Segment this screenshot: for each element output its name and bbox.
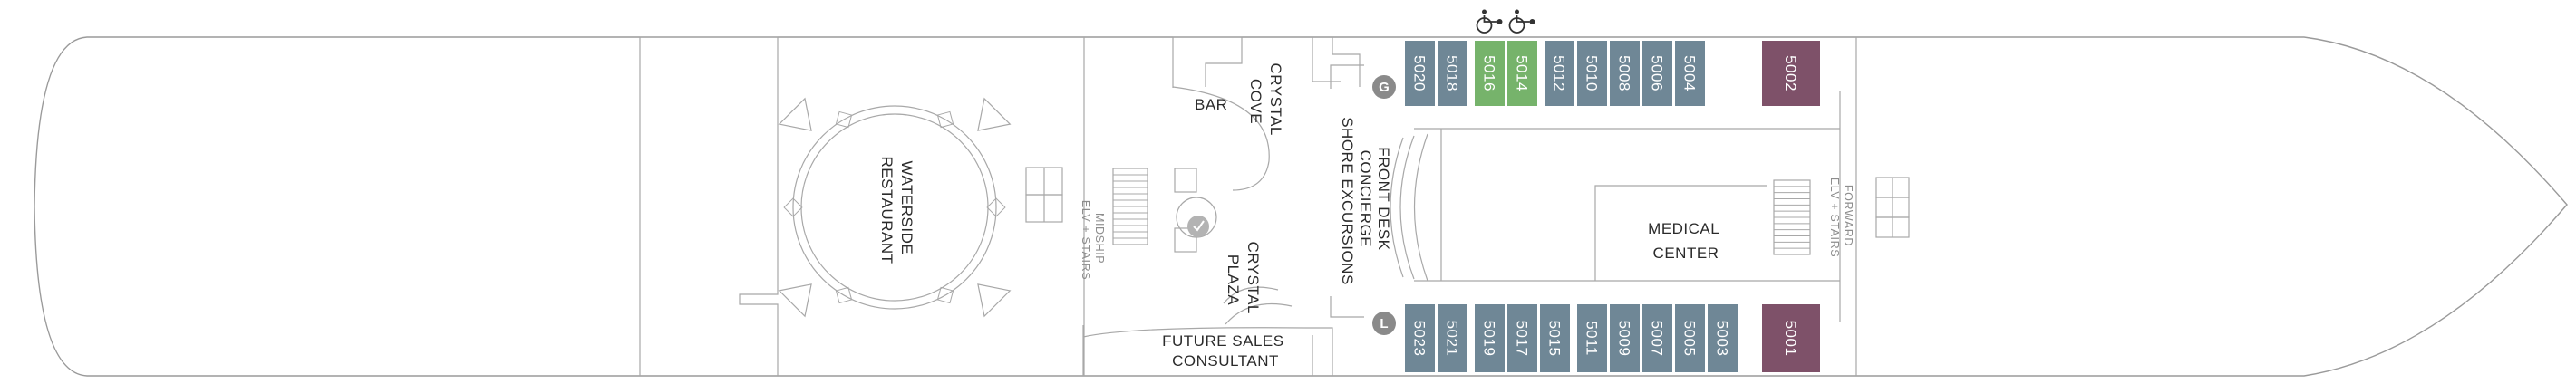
cabin-5003[interactable] [1708, 304, 1738, 372]
waterside-restaurant-area [778, 97, 1012, 318]
cabin-number-5006: 5006 [1649, 55, 1666, 91]
cabins-bottom-row: 5023 5021 5019 5017 5015 5011 5009 5007 5005 5003… [1405, 304, 1820, 372]
cabin-5012[interactable] [1545, 41, 1574, 106]
cabin-5006[interactable] [1642, 41, 1672, 106]
bar-label: BAR [1195, 96, 1227, 113]
wheelchair-icon [1508, 9, 1535, 34]
cabin-5010[interactable] [1577, 41, 1607, 106]
cabin-number-5020: 5020 [1411, 55, 1428, 91]
restaurant-pillar [986, 197, 1006, 217]
cabin-5021[interactable] [1438, 304, 1467, 372]
svg-text:G: G [1379, 80, 1390, 95]
cabin-5015[interactable] [1540, 304, 1570, 372]
cabin-number-5001: 5001 [1782, 321, 1799, 357]
cabin-5004[interactable] [1675, 41, 1705, 106]
crystal-plaza-stair [1176, 197, 1293, 325]
cabin-number-5004: 5004 [1681, 55, 1699, 91]
cabin-number-5007: 5007 [1649, 321, 1666, 357]
cabin-number-5017: 5017 [1514, 321, 1531, 357]
cabin-5007[interactable] [1642, 304, 1672, 372]
structural-walls [639, 36, 1857, 376]
cabin-5016[interactable] [1475, 41, 1505, 106]
restaurant-pillar [783, 197, 803, 217]
cabin-5019[interactable] [1475, 304, 1505, 372]
cabin-5005[interactable] [1675, 304, 1705, 372]
cabin-5020[interactable] [1405, 41, 1435, 106]
restaurant-table [977, 97, 1012, 131]
forward-stairs-label: FORWARD ELV + STAIRS [1828, 178, 1855, 257]
restaurant-table [977, 283, 1012, 318]
cabin-number-5008: 5008 [1616, 55, 1633, 91]
restaurant-table [778, 97, 812, 131]
cabins-top-row: 5020 5018 5016 5014 5012 5010 5008 5006 5004 5002 [1405, 41, 1820, 106]
restaurant-pillar [835, 110, 853, 129]
cabin-5001[interactable] [1762, 304, 1820, 372]
top-bay-wall [1332, 37, 1361, 87]
cabin-number-5023: 5023 [1411, 321, 1428, 357]
restaurant-pillar [835, 286, 853, 304]
hull-outline [34, 36, 2568, 377]
cabin-number-5010: 5010 [1583, 55, 1601, 91]
cabin-number-5012: 5012 [1551, 55, 1568, 91]
cabin-5017[interactable] [1507, 304, 1537, 372]
medical-center-label: MEDICAL CENTER [1648, 220, 1724, 262]
cabin-5002[interactable] [1762, 41, 1820, 106]
accessible-icons [1476, 9, 1535, 34]
cabin-number-5011: 5011 [1583, 321, 1601, 356]
cabin-number-5003: 5003 [1714, 321, 1731, 357]
cabin-5018[interactable] [1438, 41, 1467, 106]
midship-stairs-block [1025, 167, 1197, 253]
cabin-number-5018: 5018 [1444, 55, 1461, 91]
crystal-cove-label: CRYSTAL COVE [1247, 63, 1284, 140]
restaurant-pillar [936, 286, 954, 304]
cabin-number-5014: 5014 [1514, 55, 1531, 91]
badge-g: G [1372, 75, 1396, 99]
cabin-5009[interactable] [1610, 304, 1640, 372]
cabin-5014[interactable] [1507, 41, 1537, 106]
crystal-plaza-label: CRYSTAL PLAZA [1225, 242, 1262, 319]
cabin-5008[interactable] [1610, 41, 1640, 106]
labels: WATERSIDE RESTAURANT MIDSHIP ELV + STAIR… [878, 63, 1855, 370]
cabin-number-5015: 5015 [1546, 321, 1564, 357]
wheelchair-icon [1476, 9, 1503, 34]
cabin-number-5016: 5016 [1481, 55, 1498, 91]
forward-stairs-block [1773, 177, 1910, 255]
cabin-number-5005: 5005 [1681, 321, 1699, 357]
cabin-number-5019: 5019 [1481, 321, 1498, 357]
badge-l: L [1372, 312, 1396, 335]
cabin-5023[interactable] [1405, 304, 1435, 372]
svg-text:L: L [1380, 316, 1388, 331]
future-sales-label: FUTURE SALES CONSULTANT [1162, 332, 1289, 370]
cabin-number-5021: 5021 [1444, 321, 1461, 357]
midship-stairs-label: MIDSHIP ELV + STAIRS [1080, 200, 1106, 280]
restaurant-table [778, 283, 812, 318]
waterside-restaurant-label: WATERSIDE RESTAURANT [878, 157, 915, 264]
cabin-number-5009: 5009 [1616, 321, 1633, 357]
front-desk-label: FRONT DESK CONCIERGE SHORE EXCURSIONS [1339, 117, 1392, 285]
cabin-5011[interactable] [1577, 304, 1607, 372]
front-desk-counter [1390, 133, 1428, 282]
cabin-number-5002: 5002 [1782, 55, 1799, 91]
restaurant-pillar [936, 110, 954, 129]
